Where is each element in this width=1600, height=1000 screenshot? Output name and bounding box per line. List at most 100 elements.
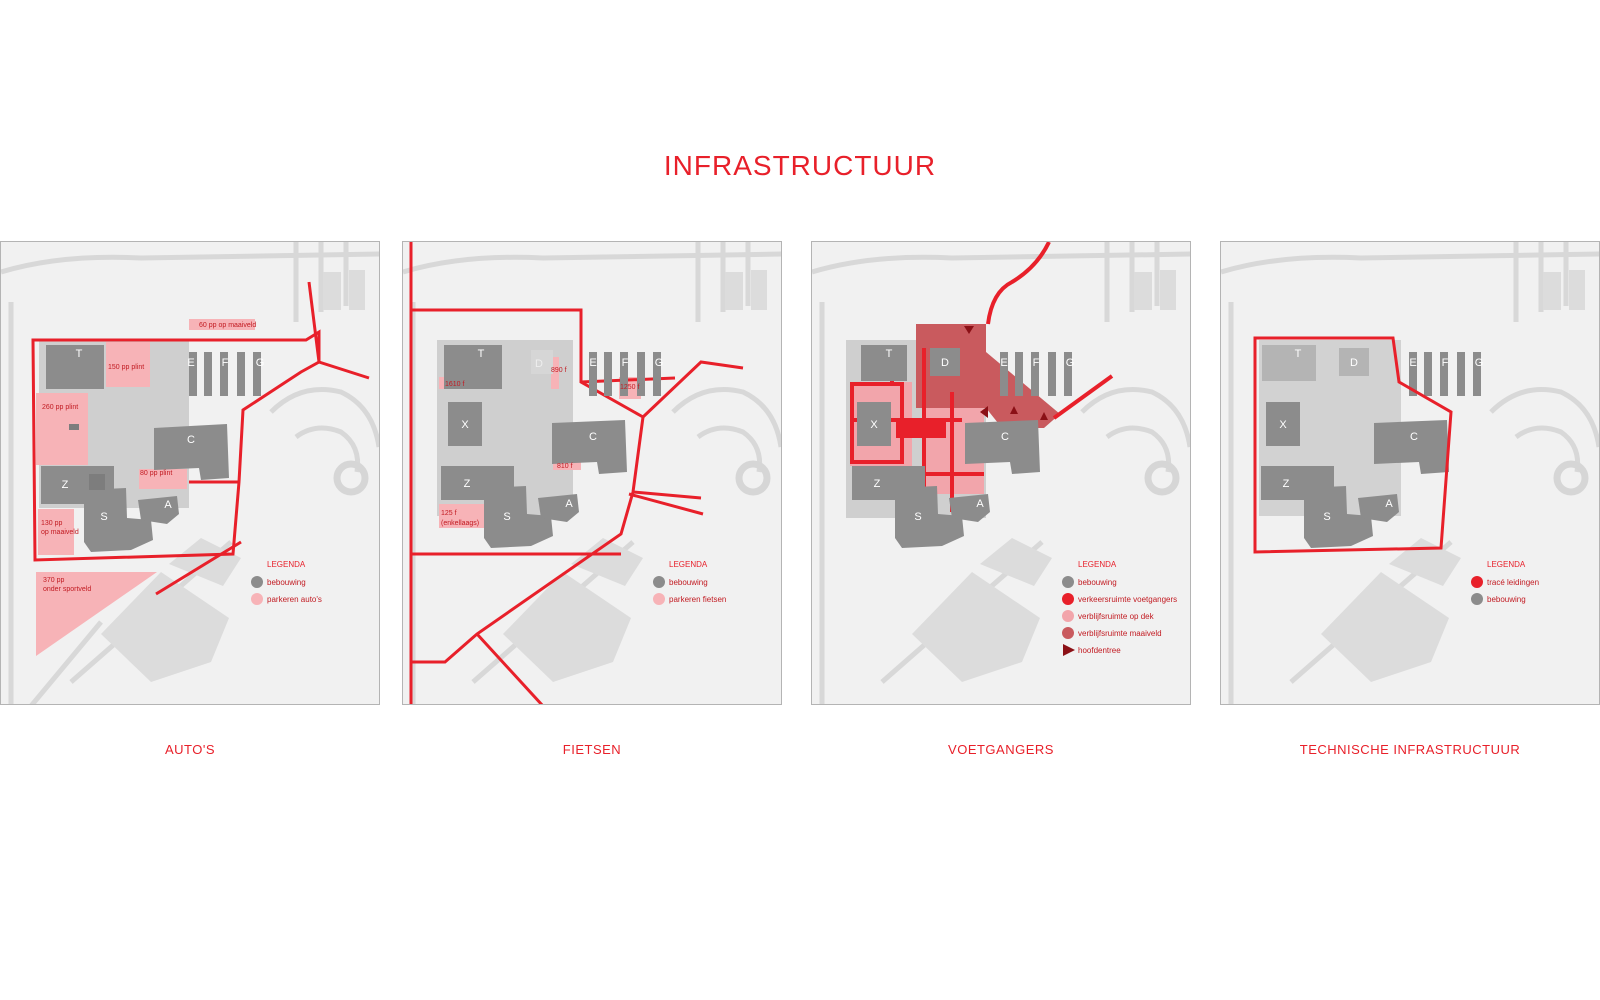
- building-label-X: X: [870, 419, 878, 431]
- legend-item-bike-parking: parkeren fietsen: [669, 595, 726, 604]
- legend-item-building: bebouwing: [1078, 578, 1117, 587]
- legend-item-ground: verblijfsruimte maaiveld: [1078, 629, 1162, 638]
- building-label-Z: Z: [874, 478, 881, 490]
- car-routes: [31, 281, 370, 596]
- parking-areas: [36, 319, 255, 656]
- entrance-icon: [1063, 644, 1075, 656]
- building-label-E: E: [1409, 357, 1416, 369]
- legend-item-parking: parkeren auto's: [267, 595, 322, 604]
- building-label-Z: Z: [464, 478, 471, 490]
- building-label-T: T: [886, 348, 893, 360]
- context-blocks: [912, 270, 1180, 682]
- context-streets: [1, 242, 379, 704]
- building-label-G: G: [1475, 357, 1484, 369]
- building-label-G: G: [256, 357, 265, 369]
- parking-label-130-count: 130 pp: [41, 520, 63, 527]
- building-label-Z: Z: [62, 479, 69, 491]
- building-label-F: F: [622, 357, 629, 369]
- pedestrian-plaza: [896, 422, 946, 438]
- building-label-Z: Z: [1283, 478, 1290, 490]
- bike-label-810: 810 f: [557, 463, 573, 470]
- legend: LEGENDA tracé leidingen bebouwing: [1471, 560, 1539, 605]
- legend-heading: LEGENDA: [267, 560, 306, 569]
- building-label-F: F: [222, 357, 229, 369]
- parking-label-370-place: onder sportveld: [43, 586, 91, 593]
- legend-swatch-utility: [1471, 576, 1483, 588]
- building-label-S: S: [914, 511, 921, 523]
- legend-swatch-deck: [1062, 610, 1074, 622]
- legend-heading: LEGENDA: [1078, 560, 1117, 569]
- legend: LEGENDA bebouwing parkeren fietsen: [653, 560, 726, 605]
- building-label-T: T: [1295, 348, 1302, 360]
- legend-swatch-pedestrian-traffic: [1062, 593, 1074, 605]
- map-panel-fietsen: T D E F G X C Z S A 1610 f 890 f 1250 f …: [402, 241, 782, 705]
- caption-voetgangers: VOETGANGERS: [948, 742, 1054, 757]
- legend-swatch-parking: [251, 593, 263, 605]
- building-label-A: A: [976, 498, 984, 510]
- building-label-S: S: [503, 511, 510, 523]
- building-label-G: G: [655, 357, 664, 369]
- legend-heading: LEGENDA: [669, 560, 708, 569]
- map-fietsen: T D E F G X C Z S A 1610 f 890 f 1250 f …: [403, 242, 781, 704]
- legend-heading: LEGENDA: [1487, 560, 1526, 569]
- legend-item-building: bebouwing: [1487, 595, 1526, 604]
- legend-swatch-building: [1062, 576, 1074, 588]
- legend-item-building: bebouwing: [669, 578, 708, 587]
- building-label-X: X: [461, 419, 469, 431]
- map-technisch: T D E F G X C Z S A LEGENDA tracé leidin…: [1221, 242, 1599, 704]
- legend-swatch-building: [1471, 593, 1483, 605]
- utility-route: [1253, 336, 1453, 554]
- building-label-A: A: [164, 499, 172, 511]
- buildings: [441, 345, 661, 548]
- bike-label-890: 890 f: [551, 367, 567, 374]
- legend-item-utility: tracé leidingen: [1487, 578, 1539, 587]
- context-blocks: [503, 270, 771, 682]
- map-panel-voetgangers: T D E F G X C Z S A LEGENDA bebouwing ve…: [811, 241, 1191, 705]
- building-label-G: G: [1066, 357, 1075, 369]
- caption-technisch: TECHNISCHE INFRASTRUCTUUR: [1299, 742, 1521, 757]
- context-blocks: [101, 270, 369, 682]
- building-label-F: F: [1442, 357, 1449, 369]
- building-label-X: X: [1279, 419, 1287, 431]
- building-label-S: S: [1323, 511, 1330, 523]
- map-voetgangers: T D E F G X C Z S A LEGENDA bebouwing ve…: [812, 242, 1190, 704]
- legend-item-deck: verblijfsruimte op dek: [1078, 612, 1155, 621]
- bike-label-125-count: 125 f: [441, 510, 457, 517]
- parking-label-370-count: 370 pp: [43, 577, 65, 584]
- legend-swatch-building: [653, 576, 665, 588]
- page-title: INFRASTRUCTUUR: [663, 150, 937, 181]
- building-label-T: T: [76, 348, 83, 360]
- bike-label-1250: 1250 f: [620, 384, 640, 391]
- map-panel-technisch: T D E F G X C Z S A LEGENDA tracé leidin…: [1220, 241, 1600, 705]
- building-label-C: C: [589, 431, 597, 443]
- caption-fietsen: FIETSEN: [562, 742, 622, 757]
- building-label-D: D: [1350, 357, 1358, 369]
- legend-item-pedestrian-traffic: verkeersruimte voetgangers: [1078, 595, 1177, 604]
- building-label-E: E: [589, 357, 596, 369]
- building-label-S: S: [100, 511, 107, 523]
- map-autos: T E F G C Z S A 60 pp op maaiveld 150 pp…: [1, 242, 379, 704]
- buildings: [1261, 345, 1481, 548]
- building-label-E: E: [1000, 357, 1007, 369]
- building-label-A: A: [1385, 498, 1393, 510]
- caption-autos: AUTO'S: [164, 742, 216, 757]
- building-label-D: D: [941, 357, 949, 369]
- legend-swatch-building: [251, 576, 263, 588]
- parking-label-150: 150 pp plint: [108, 364, 144, 371]
- parking-label-260: 260 pp plint: [42, 404, 78, 411]
- legend-swatch-ground: [1062, 627, 1074, 639]
- bike-label-1610: 1610 f: [445, 381, 465, 388]
- building-label-C: C: [1410, 431, 1418, 443]
- bike-label-125-type: (enkellaags): [441, 520, 479, 527]
- parking-label-80: 80 pp plint: [140, 470, 172, 477]
- building-label-C: C: [1001, 431, 1009, 443]
- building-label-T: T: [478, 348, 485, 360]
- building-label-C: C: [187, 434, 195, 446]
- map-panel-autos: T E F G C Z S A 60 pp op maaiveld 150 pp…: [0, 241, 380, 705]
- main-entrance-markers: [964, 326, 1048, 420]
- buildings: [41, 345, 261, 552]
- legend-swatch-bike-parking: [653, 593, 665, 605]
- legend-item-entrance: hoofdentree: [1078, 646, 1121, 655]
- buildings: [852, 345, 1072, 548]
- legend: LEGENDA bebouwing parkeren auto's: [251, 560, 322, 605]
